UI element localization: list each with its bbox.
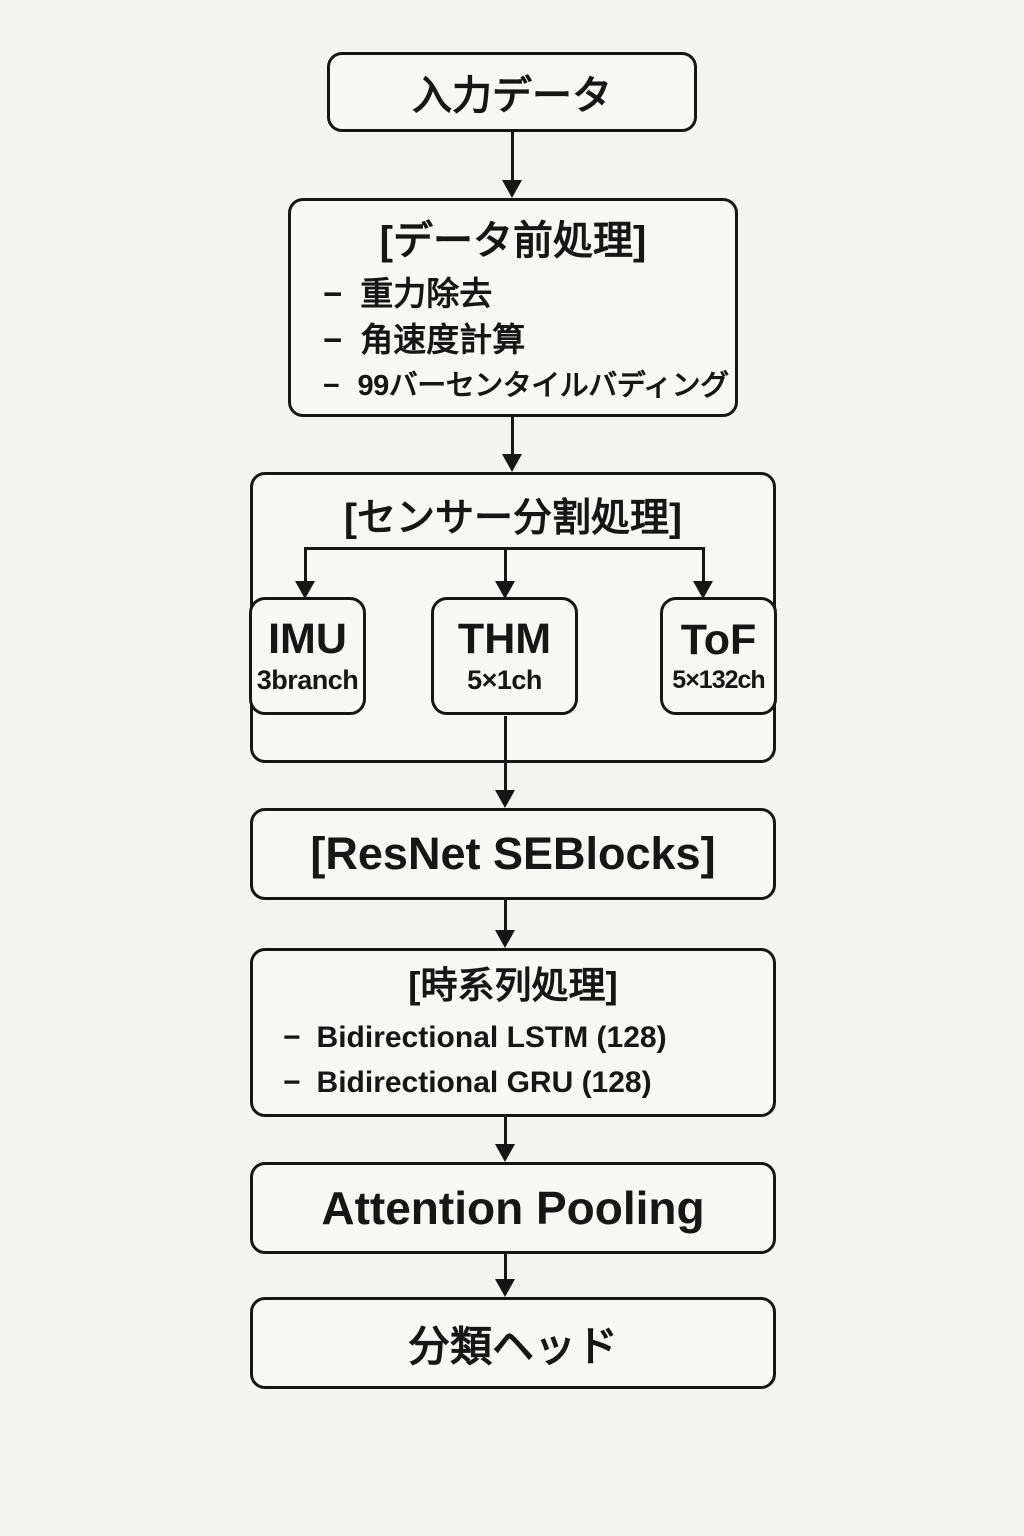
- bullet-text: Bidirectional GRU (128): [316, 1066, 652, 1099]
- bullet-dash: −: [323, 321, 343, 358]
- branch-box-imu: IMU 3branch: [249, 597, 366, 715]
- arrow-resnet-to-timeseries: [495, 900, 515, 948]
- arrow-shaft: [701, 547, 705, 581]
- preprocess-bullet-gravity: − 重力除去: [323, 271, 735, 317]
- arrow-shaft: [510, 132, 514, 180]
- arrow-shaft: [503, 547, 507, 581]
- arrow-input-to-preprocess: [502, 132, 522, 198]
- arrow-head-icon: [502, 454, 522, 472]
- timeseries-bullet-list: − Bidirectional LSTM (128) − Bidirection…: [253, 1015, 773, 1105]
- arrow-attention-to-classifier: [495, 1254, 515, 1297]
- flow-node-attention-pooling: Attention Pooling: [250, 1162, 776, 1254]
- bullet-text: 99バーセンタイルバディング: [357, 370, 729, 402]
- arrow-head-icon: [502, 180, 522, 198]
- arrow-shaft: [503, 716, 507, 790]
- resnet-label: [ResNet SEBlocks]: [310, 828, 716, 879]
- timeseries-title: [時系列処理]: [408, 965, 618, 1006]
- bullet-text: Bidirectional LSTM (128): [316, 1021, 667, 1054]
- branch-box-tof: ToF 5×132ch: [660, 597, 777, 715]
- arrow-to-thm-branch: [495, 547, 515, 599]
- flow-node-sensor-split: [センサー分割処理] IMU 3branch THM 5×1ch ToF 5×1…: [249, 472, 777, 763]
- arrow-shaft: [503, 1117, 507, 1144]
- arrow-head-icon: [693, 581, 713, 599]
- arrow-timeseries-to-attention: [495, 1117, 515, 1162]
- arrow-head-icon: [495, 1144, 515, 1162]
- arrow-head-icon: [295, 581, 315, 599]
- arrow-head-icon: [495, 1279, 515, 1297]
- bullet-dash: −: [323, 275, 343, 312]
- sensor-split-title: [センサー分割処理]: [344, 497, 682, 540]
- flow-node-input-data: 入力データ: [327, 52, 697, 132]
- input-data-label: 入力データ: [412, 74, 612, 118]
- arrow-shaft: [510, 417, 514, 454]
- branch-name: ToF: [680, 616, 757, 664]
- bullet-text: 角速度計算: [360, 321, 526, 358]
- arrow-head-icon: [495, 790, 515, 808]
- flow-node-classification-head: 分類ヘッド: [250, 1297, 776, 1389]
- branch-name: IMU: [268, 615, 347, 663]
- bullet-dash: −: [323, 370, 340, 402]
- branch-name: THM: [457, 615, 552, 663]
- bullet-text: 重力除去: [360, 275, 493, 312]
- arrow-shaft: [303, 547, 307, 581]
- flow-node-timeseries: [時系列処理] − Bidirectional LSTM (128) − Bid…: [250, 948, 776, 1117]
- branch-detail: 5×1ch: [467, 665, 542, 695]
- branch-detail: 5×132ch: [672, 666, 765, 694]
- arrow-to-tof-branch: [693, 547, 713, 599]
- preprocess-bullet-list: − 重力除去 − 角速度計算 − 99バーセンタイルバディング: [291, 271, 735, 409]
- bullet-dash: −: [283, 1066, 301, 1099]
- attention-pooling-label: Attention Pooling: [321, 1182, 705, 1234]
- preprocess-title: [データ前処理]: [379, 219, 647, 263]
- arrow-head-icon: [495, 930, 515, 948]
- preprocess-bullet-percentile-padding: − 99バーセンタイルバディング: [323, 363, 735, 409]
- branch-box-thm: THM 5×1ch: [431, 597, 578, 715]
- arrow-shaft: [503, 1254, 507, 1279]
- bullet-dash: −: [283, 1021, 301, 1054]
- arrow-head-icon: [495, 581, 515, 599]
- preprocess-bullet-angular-velocity: − 角速度計算: [323, 317, 735, 363]
- classification-head-label: 分類ヘッド: [407, 1322, 618, 1370]
- arrow-preprocess-to-sensor-split: [502, 417, 522, 472]
- timeseries-bullet-lstm: − Bidirectional LSTM (128): [283, 1015, 773, 1060]
- arrow-sensor-split-to-resnet: [495, 716, 515, 808]
- branch-detail: 3branch: [256, 665, 359, 695]
- arrow-to-imu-branch: [295, 547, 315, 599]
- timeseries-bullet-gru: − Bidirectional GRU (128): [283, 1060, 773, 1105]
- arrow-shaft: [503, 900, 507, 930]
- flow-node-resnet-seblocks: [ResNet SEBlocks]: [250, 808, 776, 900]
- flow-node-preprocess: [データ前処理] − 重力除去 − 角速度計算 − 99バーセンタイルバディング: [288, 198, 738, 417]
